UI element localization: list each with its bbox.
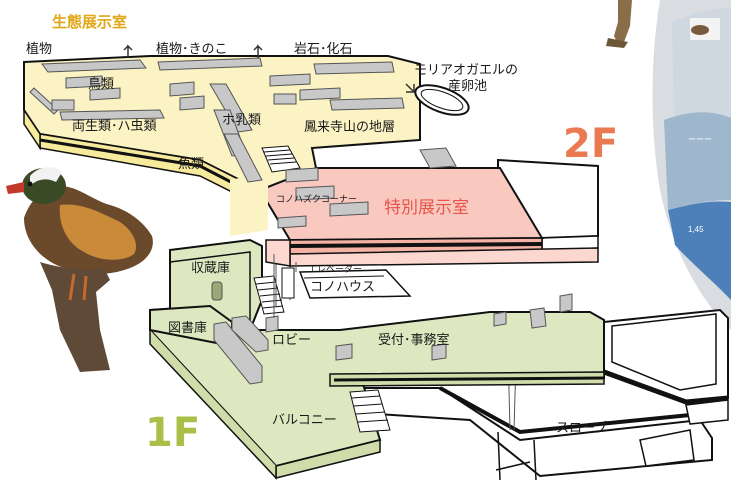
background-exhibit-photo: ーーー 1,45 — [653, 0, 731, 330]
label-library: 図書庫 — [168, 322, 207, 335]
label-special-exhibition: 特別展示室 — [384, 193, 469, 218]
floor-label-1f: 1F — [145, 413, 200, 453]
label-reception-office: 受付･事務室 — [378, 334, 450, 347]
label-horaiji-strata: 鳳来寺山の地層 — [304, 121, 395, 134]
label-konohouse: コノハウス — [310, 281, 375, 294]
label-konohazuku-corner: コノハズクコーナー — [276, 196, 357, 205]
bird-specimen-top — [606, 0, 632, 48]
label-frog-pond-line1: モリアオガエルの — [414, 64, 518, 77]
label-birds: 鳥類 — [88, 78, 114, 91]
label-lobby: ロビー — [272, 334, 311, 347]
floor-1f — [150, 240, 728, 480]
label-mammals: ホ乳類 — [222, 114, 261, 127]
label-fish: 魚類 — [178, 158, 204, 171]
label-plants-mushrooms: 植物･きのこ — [156, 43, 228, 56]
label-frog-pond-line2: 産卵池 — [448, 80, 487, 93]
label-elevator: エレベーター — [308, 266, 362, 275]
svg-text:ーーー: ーーー — [688, 135, 712, 144]
label-amphibians-insects: 両生類･ハ虫類 — [72, 120, 157, 133]
label-rocks-fossils: 岩石･化石 — [294, 43, 353, 56]
section-title: 生態展示室 — [52, 11, 127, 32]
label-slope: スロープ — [556, 422, 607, 435]
svg-text:1,45: 1,45 — [688, 225, 704, 234]
label-balcony: バルコニー — [272, 414, 337, 427]
mandarin-duck-photo — [6, 167, 153, 372]
floor-label-2f: 2F — [563, 124, 618, 164]
label-storage: 収蔵庫 — [191, 262, 230, 275]
label-plants: 植物 — [26, 43, 52, 56]
